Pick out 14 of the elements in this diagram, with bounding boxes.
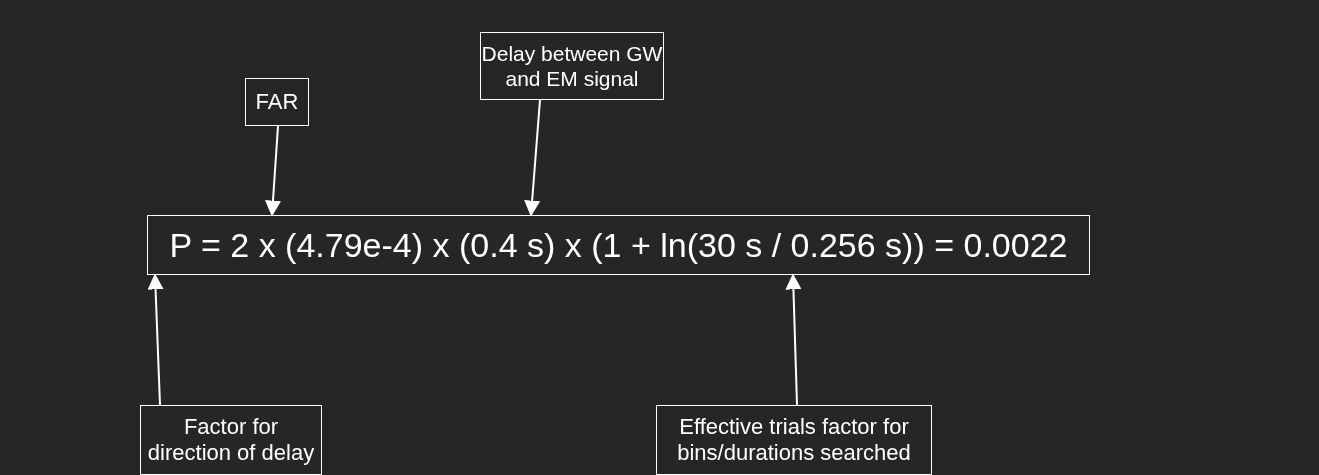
annotation-text: Factor for direction of delay	[146, 413, 316, 467]
annotation-text: Effective trials factor for bins/durations searched	[676, 413, 912, 467]
annotation-box	[480, 32, 664, 100]
annotation-text: Delay between GW and EM signal	[481, 40, 663, 92]
annotation-text: FAR	[255, 88, 299, 116]
annotation-box	[656, 405, 932, 475]
annotation-box	[245, 78, 309, 126]
leader-arrow	[524, 99, 541, 217]
formula-box	[147, 215, 1090, 275]
leader-arrow	[265, 125, 281, 217]
annotation-box	[140, 405, 322, 475]
leader-arrow	[147, 273, 164, 406]
formula-text: P = 2 x (4.79e-4) x (0.4 s) x (1 + ln(30 s / 0.256 s)) = 0.0022	[169, 224, 1068, 266]
leader-arrow	[785, 273, 802, 406]
